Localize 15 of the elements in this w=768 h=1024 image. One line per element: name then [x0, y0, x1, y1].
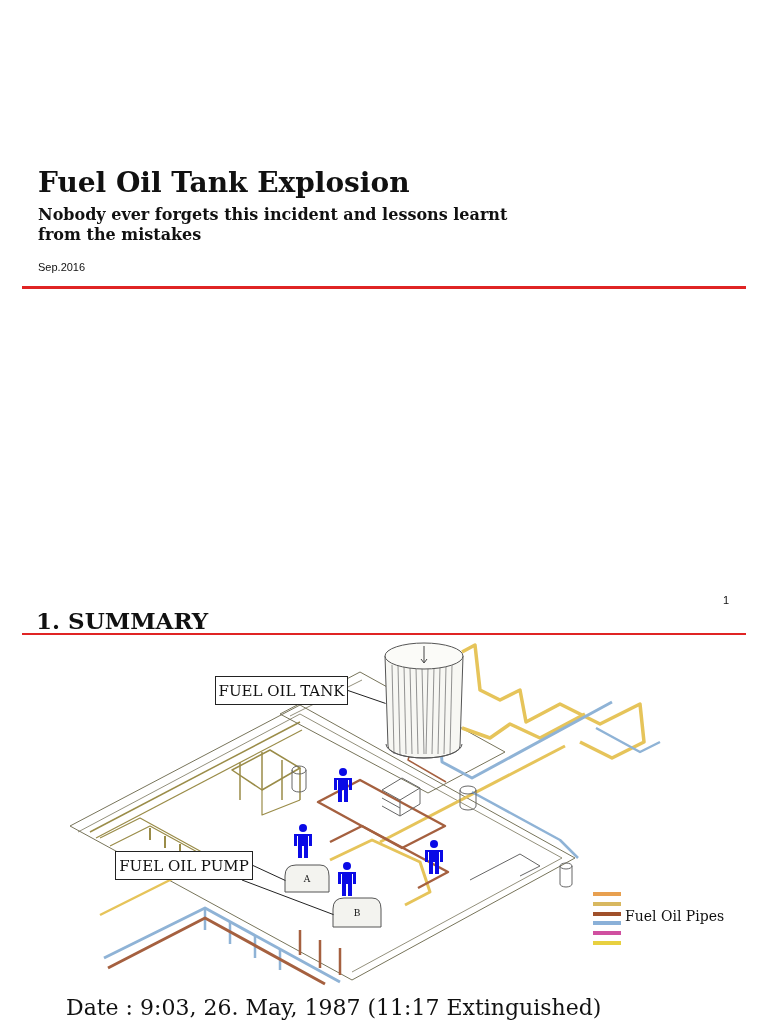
- callout-label: FUEL OIL TANK: [215, 676, 348, 705]
- subtitle: Nobody ever forgets this incident and lessons learnt from the mistakes: [38, 205, 509, 245]
- date-note: Date : 9:03, 26. May, 1987 (11:17 Extinguished): [66, 995, 602, 1021]
- pump: A: [284, 864, 330, 894]
- callout-label: FUEL OIL PUMP: [115, 851, 253, 880]
- leader-line: [252, 865, 286, 881]
- date-text: Sep.2016: [38, 261, 86, 274]
- legend-label: Fuel Oil Pipes: [625, 908, 725, 924]
- leader-line: [241, 879, 334, 916]
- section-heading: 1. SUMMARY: [36, 607, 209, 635]
- leader-line: [347, 690, 387, 704]
- slide-title: Fuel Oil Tank Explosion: [38, 166, 410, 199]
- pump: B: [332, 897, 382, 929]
- page-number: 1: [723, 594, 730, 607]
- fuel-oil-tank: [384, 640, 464, 762]
